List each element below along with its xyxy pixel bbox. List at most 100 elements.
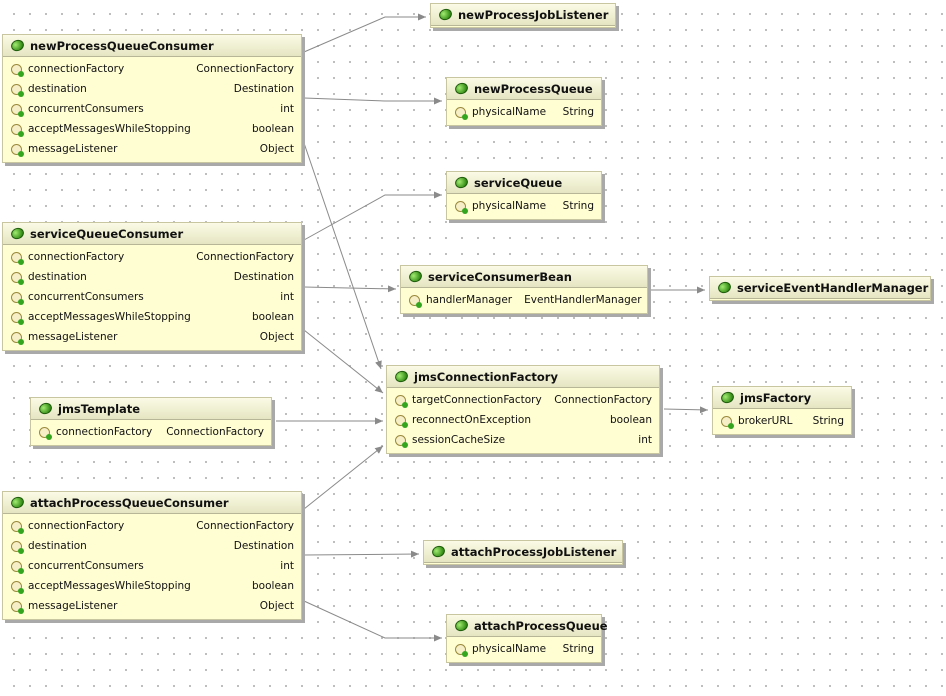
edge-attachProcessQueueConsumer-messageListener-to-attachProcessJobListener [303,550,420,558]
property-name: destination [28,540,87,552]
property-icon [395,394,408,408]
bean-attachProcessQueueConsumer[interactable]: attachProcessQueueConsumer connectionFact… [2,491,302,620]
property-icon [721,415,734,429]
property-icon [395,434,408,448]
property-name: connectionFactory [28,520,125,532]
property-type: ConnectionFactory [554,394,652,406]
property-type: int [638,434,652,446]
property-icon [11,63,24,77]
bean-icon [393,369,410,384]
bean-title: attachProcessQueueConsumer [30,495,229,510]
property-name: connectionFactory [28,251,125,263]
property-type: ConnectionFactory [196,520,294,532]
property-name: connectionFactory [28,63,125,75]
bean-jmsConnectionFactory[interactable]: jmsConnectionFactory targetConnectionFact… [386,365,660,454]
property-icon [11,331,24,345]
bean-title: newProcessQueue [474,81,593,96]
bean-header[interactable]: newProcessJobListener [431,4,615,26]
bean-header[interactable]: serviceEventHandlerManager [710,277,930,299]
property-icon [11,560,24,574]
bean-serviceEventHandlerManager[interactable]: serviceEventHandlerManager [709,276,931,301]
bean-icon [407,269,424,284]
property-name: brokerURL [738,415,793,427]
bean-properties: connectionFactory ConnectionFactory destin… [3,514,301,619]
bean-header[interactable]: jmsTemplate [31,398,271,420]
bean-icon [453,618,470,633]
property-icon [455,643,468,657]
bean-icon [453,175,470,190]
bean-icon [37,401,54,416]
bean-title: jmsTemplate [58,401,141,416]
property-name: concurrentConsumers [28,103,144,115]
bean-header[interactable]: attachProcessJobListener [424,541,622,563]
property-type: EventHandlerManager [524,294,642,306]
bean-header[interactable]: jmsFactory [713,387,851,409]
bean-header[interactable]: serviceQueue [447,172,601,194]
property-icon [11,600,24,614]
bean-icon [719,390,736,405]
property-type: boolean [252,580,294,592]
property-type: boolean [252,123,294,135]
property-type: String [562,643,594,655]
bean-attachProcessJobListener[interactable]: attachProcessJobListener [423,540,623,565]
property-row[interactable]: connectionFactory ConnectionFactory [3,516,301,536]
bean-title: jmsConnectionFactory [414,369,558,384]
bean-header[interactable]: serviceQueueConsumer [3,223,301,245]
bean-header[interactable]: attachProcessQueue [447,615,608,637]
property-type: String [562,200,594,212]
property-type: int [280,103,294,115]
property-name: connectionFactory [56,426,153,438]
bean-icon [716,280,733,295]
bean-header[interactable]: jmsConnectionFactory [387,366,659,388]
property-row[interactable]: concurrentConsumers int [3,99,301,119]
property-icon [11,291,24,305]
bean-title: serviceQueueConsumer [30,226,184,241]
property-name: messageListener [28,600,118,612]
bean-header[interactable]: newProcessQueueConsumer [3,35,301,57]
property-name: reconnectOnException [412,414,531,426]
bean-header[interactable]: serviceConsumerBean [401,266,647,288]
property-icon [11,83,24,97]
edge-attachProcessQueueConsumer-connectionFactory-to-jmsConnectionFactory [303,445,384,510]
property-type: int [280,560,294,572]
bean-newProcessJobListener[interactable]: newProcessJobListener [430,3,616,28]
bean-header[interactable]: newProcessQueue [447,78,601,100]
bean-header[interactable]: attachProcessQueueConsumer [3,492,301,514]
